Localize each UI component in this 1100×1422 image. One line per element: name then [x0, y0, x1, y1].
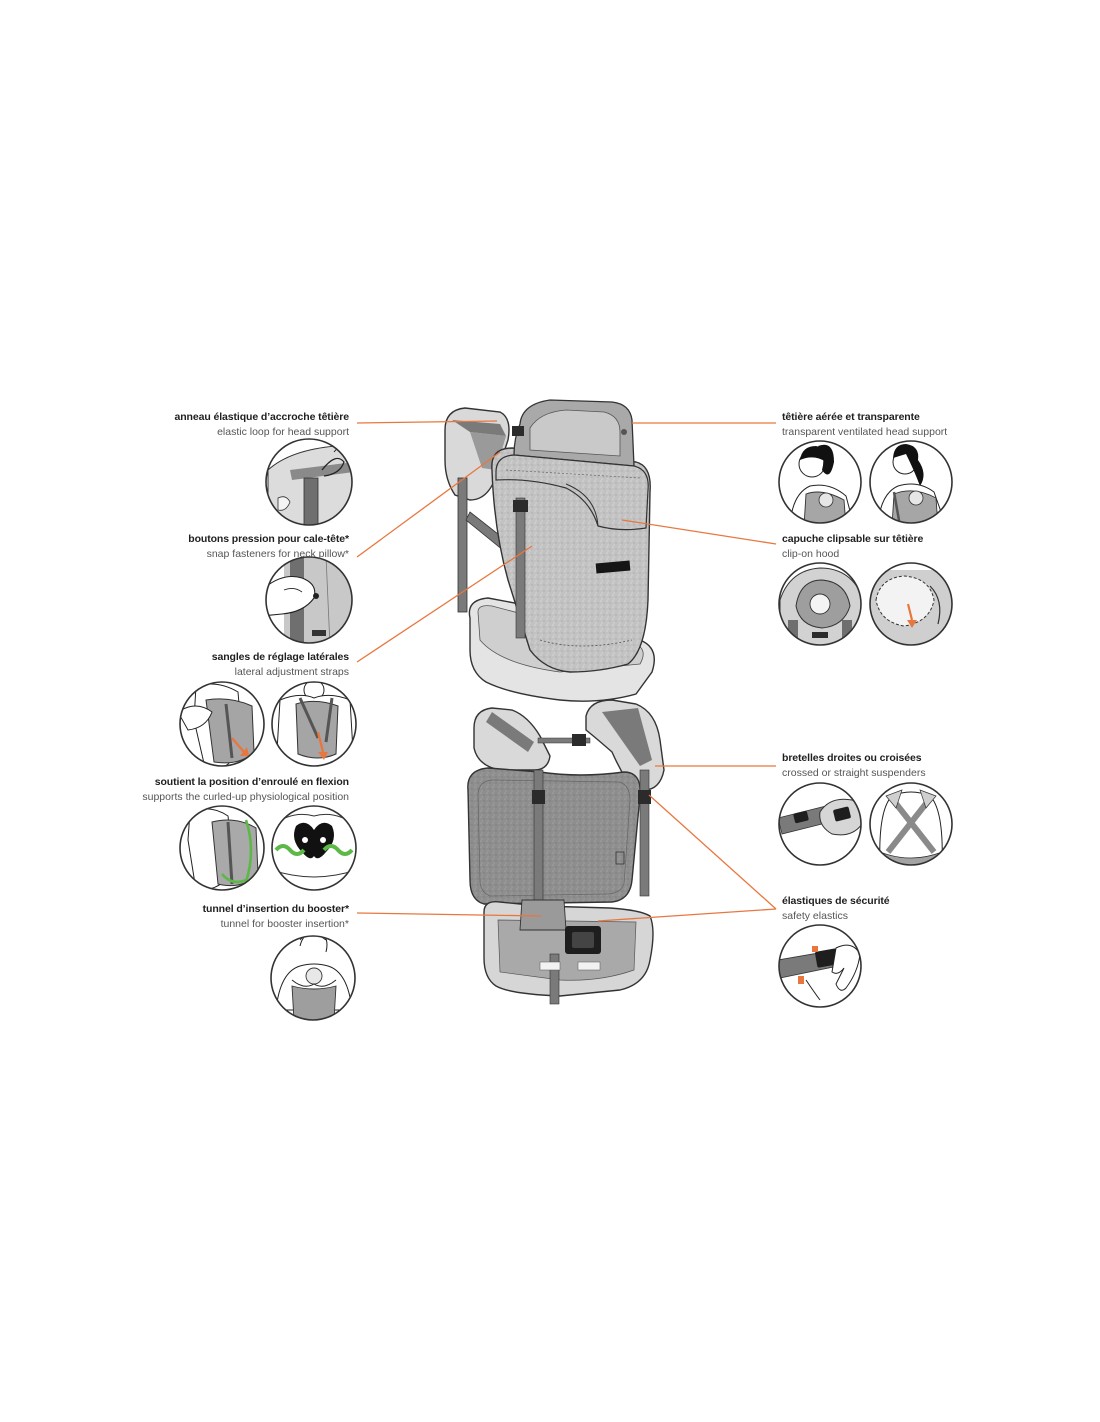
detail-image-head-support-front: [869, 440, 953, 524]
leader-line-snap-fasteners: [356, 451, 501, 558]
label-fr: soutient la position d’enroulé en flexio…: [154, 776, 349, 788]
leader-line-hood: [621, 519, 777, 545]
brand-tag: [595, 560, 631, 574]
detail-image-pelvis-position: [271, 805, 357, 891]
front-hanging-strap: [457, 477, 468, 613]
carrier-back-illustration: [467, 699, 665, 1005]
label-en: transparent ventilated head support: [782, 426, 948, 438]
carrier-front-illustration: [444, 399, 655, 702]
leader-line-elastic-loop: [356, 420, 498, 424]
back-panel: [467, 767, 641, 905]
label-adjustment-straps: sangles de réglage latérales lateral adj…: [212, 650, 349, 680]
label-fr: élastiques de sécurité: [782, 895, 890, 907]
label-hood: capuche clipsable sur têtière clip-on ho…: [782, 532, 923, 562]
detail-image-adjustment-side: [179, 681, 265, 767]
leader-line-safety-elastic-b: [597, 908, 777, 922]
label-en: clip-on hood: [782, 548, 840, 560]
detail-image-booster-tunnel: [270, 935, 356, 1021]
label-en: tunnel for booster insertion*: [220, 918, 349, 930]
label-booster-tunnel: tunnel d’insertion du booster* tunnel fo…: [203, 902, 349, 932]
leader-line-booster-tunnel: [356, 912, 542, 917]
label-en: snap fasteners for neck pillow*: [206, 548, 349, 560]
leader-line-safety-elastic-a: [648, 794, 777, 910]
label-snap-fasteners: boutons pression pour cale-tête* snap fa…: [188, 532, 349, 562]
detail-image-suspender-buckle: [778, 782, 862, 866]
front-side-buckle: [513, 500, 528, 512]
label-en: safety elastics: [782, 910, 848, 922]
label-en: elastic loop for head support: [217, 426, 349, 438]
detail-image-head-support-ponytail: [778, 440, 862, 524]
label-en: crossed or straight suspenders: [782, 767, 926, 779]
back-right-shoulder-pad: [585, 699, 665, 791]
detail-image-elastic-loop: [265, 438, 353, 526]
detail-image-crossed-straps: [869, 782, 953, 866]
leader-line-adjustment-straps: [356, 545, 533, 663]
label-fr: capuche clipsable sur têtière: [782, 533, 924, 545]
detail-image-hood-baby: [778, 562, 862, 646]
label-safety-elastics: élastiques de sécurité safety elastics: [782, 894, 890, 924]
label-curled-position: soutient la position d’enroulé en flexio…: [142, 775, 349, 805]
label-head-support: têtière aérée et transparente transparen…: [782, 410, 947, 440]
label-fr: têtière aérée et transparente: [782, 411, 920, 423]
label-fr: sangles de réglage latérales: [211, 651, 349, 663]
label-elastic-loop: anneau élastique d’accroche têtière elas…: [175, 410, 350, 440]
label-fr: tunnel d’insertion du booster*: [202, 903, 349, 915]
label-en: lateral adjustment straps: [234, 666, 349, 678]
label-fr: boutons pression pour cale-tête*: [188, 533, 349, 545]
front-hood: [495, 454, 649, 531]
leader-lines: [356, 420, 777, 922]
label-suspenders: bretelles droites ou croisées crossed or…: [782, 751, 926, 781]
label-fr: bretelles droites ou croisées: [782, 752, 922, 764]
label-fr: anneau élastique d’accroche têtière: [174, 411, 350, 423]
label-en: supports the curled-up physiological pos…: [142, 791, 349, 803]
detail-image-safety-elastic: [778, 924, 862, 1008]
detail-image-adjustment-front: [271, 681, 357, 767]
detail-image-snap-fasteners: [265, 556, 353, 644]
detail-image-hood-clip: [869, 562, 953, 646]
sternum-buckle: [572, 734, 586, 746]
detail-image-curled-position-side: [179, 805, 265, 891]
booster-tunnel: [519, 899, 567, 931]
